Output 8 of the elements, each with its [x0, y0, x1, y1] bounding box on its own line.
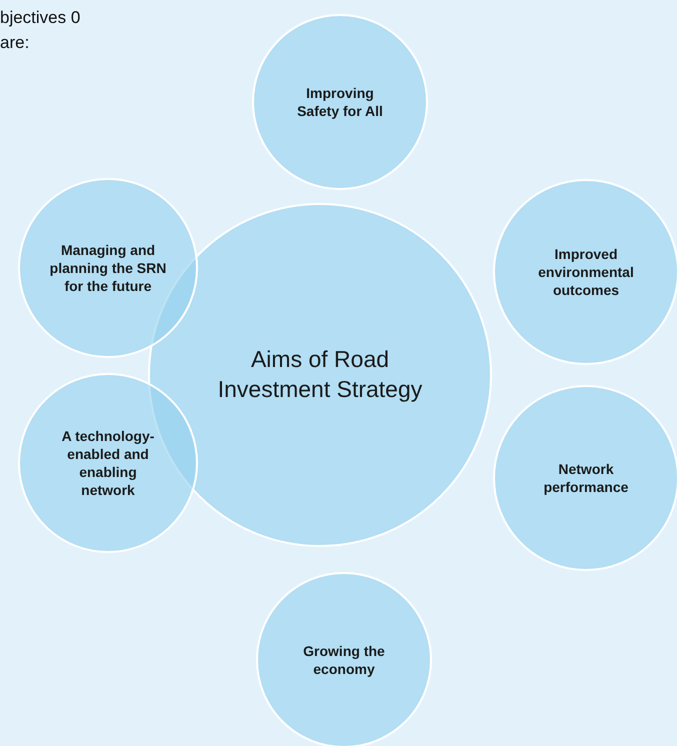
circle-label: A technology-enabled and enabling network	[60, 426, 156, 500]
circle-label: Network performance	[542, 460, 630, 496]
circle-label: Aims of Road Investment Strategy	[216, 345, 424, 404]
circle-label: Improving Safety for All	[296, 84, 384, 120]
circle-label: Growing the economy	[302, 642, 386, 678]
circle-label: Managing and planning the SRN for the future	[48, 240, 168, 296]
intro-text: bjectives 0 are:	[0, 7, 82, 54]
circle-label: Improved environmental outcomes	[537, 244, 635, 300]
